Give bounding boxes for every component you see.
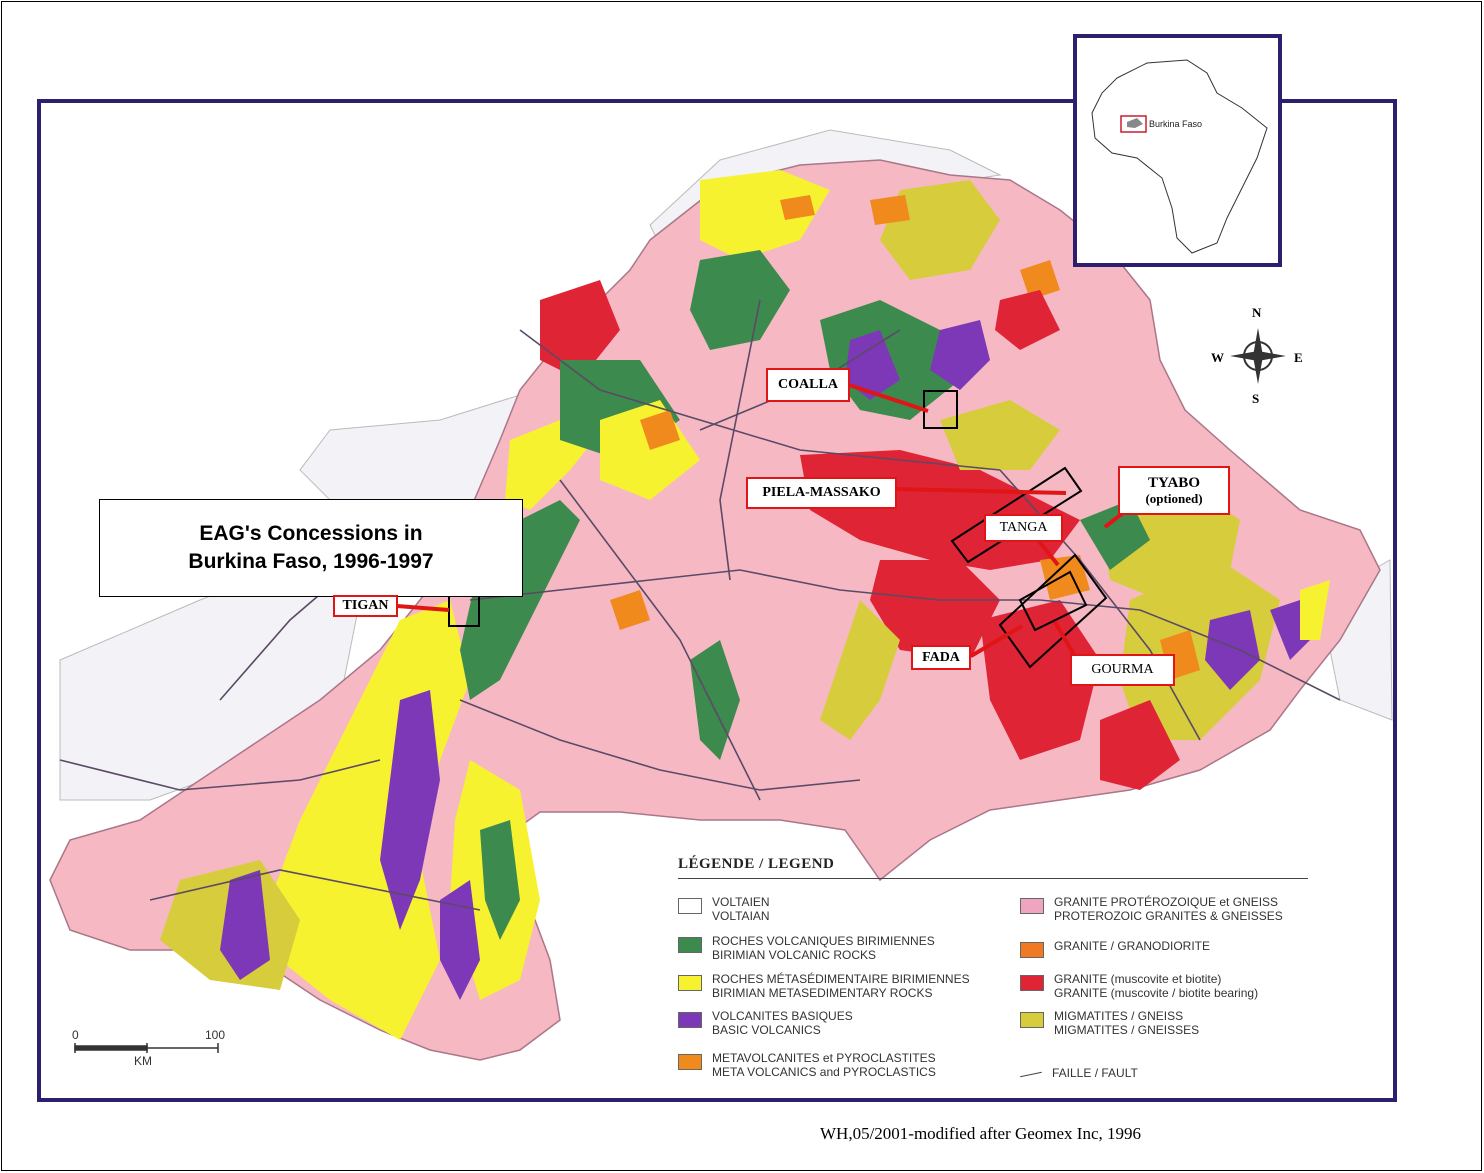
- geo-granite: [1100, 700, 1180, 790]
- swatch-voltaian: [678, 898, 702, 914]
- inset-map: Burkina Faso: [1073, 34, 1282, 267]
- geo-metavolcanic: [780, 195, 815, 220]
- scale-bar: [74, 1043, 219, 1053]
- geo-metasediment: [700, 170, 830, 260]
- swatch-granodiorite: [1020, 942, 1044, 958]
- geo-metavolcanic: [640, 410, 680, 450]
- geo-basic-volcanic: [1205, 610, 1260, 690]
- swatch-basic-volcanics: [678, 1012, 702, 1028]
- concession-box-gourma: [998, 553, 1108, 669]
- fault-line-icon: [1020, 1066, 1042, 1080]
- geo-volcanic: [690, 640, 740, 760]
- compass-south: S: [1252, 391, 1260, 406]
- legend-item-granite-muscovite: GRANITE (muscovite et biotite)GRANITE (m…: [1020, 972, 1258, 1000]
- burkina-locator: [1120, 115, 1147, 133]
- legend-title: LÉGENDE / LEGEND: [678, 856, 835, 872]
- geo-basic-volcanic: [845, 330, 900, 400]
- geo-granite: [540, 280, 620, 380]
- geo-migmatite: [880, 180, 1000, 280]
- burkina-shape: [1127, 118, 1143, 128]
- map-title: EAG's Concessions in Burkina Faso, 1996-…: [188, 522, 434, 573]
- label-fada: FADA: [911, 645, 971, 670]
- compass-north: N: [1252, 305, 1262, 320]
- geo-volcanic: [1080, 500, 1150, 570]
- geo-volcanic: [690, 250, 790, 350]
- compass-rose: [1230, 328, 1286, 384]
- geo-migmatite: [940, 400, 1060, 470]
- geo-basic-volcanic: [930, 320, 990, 390]
- africa-outline: [1091, 59, 1268, 254]
- geo-metavolcanic: [610, 590, 650, 630]
- label-tyabo: TYABO (optioned): [1118, 466, 1230, 515]
- legend-item-granodiorite: GRANITE / GRANODIORITE: [1020, 939, 1210, 958]
- geo-basic-volcanic: [380, 690, 440, 930]
- map-title-box: EAG's Concessions in Burkina Faso, 1996-…: [99, 499, 523, 597]
- swatch-birimian-volcanic: [678, 937, 702, 953]
- geo-metasediment: [1300, 580, 1330, 640]
- geo-granite: [870, 560, 1000, 660]
- concession-box-fada: [1018, 570, 1088, 632]
- swatch-metavolcanics: [678, 1054, 702, 1070]
- label-piela-massako: PIELA-MASSAKO: [746, 477, 897, 509]
- swatch-granite-muscovite: [1020, 975, 1044, 991]
- swatch-proterozoic-granite: [1020, 898, 1044, 914]
- africa-map: Burkina Faso: [1091, 59, 1268, 254]
- scale-start: 0: [72, 1028, 79, 1042]
- geo-basic-volcanic: [220, 870, 270, 980]
- label-coalla: COALLA: [766, 368, 850, 402]
- compass-west: W: [1211, 350, 1224, 365]
- scale-end: 100: [205, 1028, 226, 1042]
- compass-east: E: [1294, 350, 1303, 365]
- map-credit: WH,05/2001-modified after Geomex Inc, 19…: [820, 1124, 1142, 1143]
- geo-migmatite: [820, 600, 900, 740]
- roads: [59, 299, 1341, 911]
- scale-unit: KM: [134, 1054, 152, 1068]
- geo-migmatite: [1120, 560, 1280, 740]
- geo-metavolcanic: [1020, 260, 1060, 300]
- inset-label: Burkina Faso: [1149, 119, 1202, 129]
- swatch-birimian-metasediment: [678, 975, 702, 991]
- label-tanga: TANGA: [984, 514, 1063, 542]
- swatch-migmatites: [1020, 1012, 1044, 1028]
- legend-item-fault: FAILLE / FAULT: [1020, 1066, 1138, 1080]
- label-tigan: TIGAN: [333, 595, 398, 617]
- label-gourma: GOURMA: [1070, 654, 1175, 686]
- geo-basic-volcanic: [440, 880, 480, 1000]
- geo-volcanic: [480, 820, 520, 940]
- legend-divider: [678, 878, 1308, 879]
- geo-granite: [995, 290, 1060, 350]
- geo-metavolcanic: [870, 195, 910, 225]
